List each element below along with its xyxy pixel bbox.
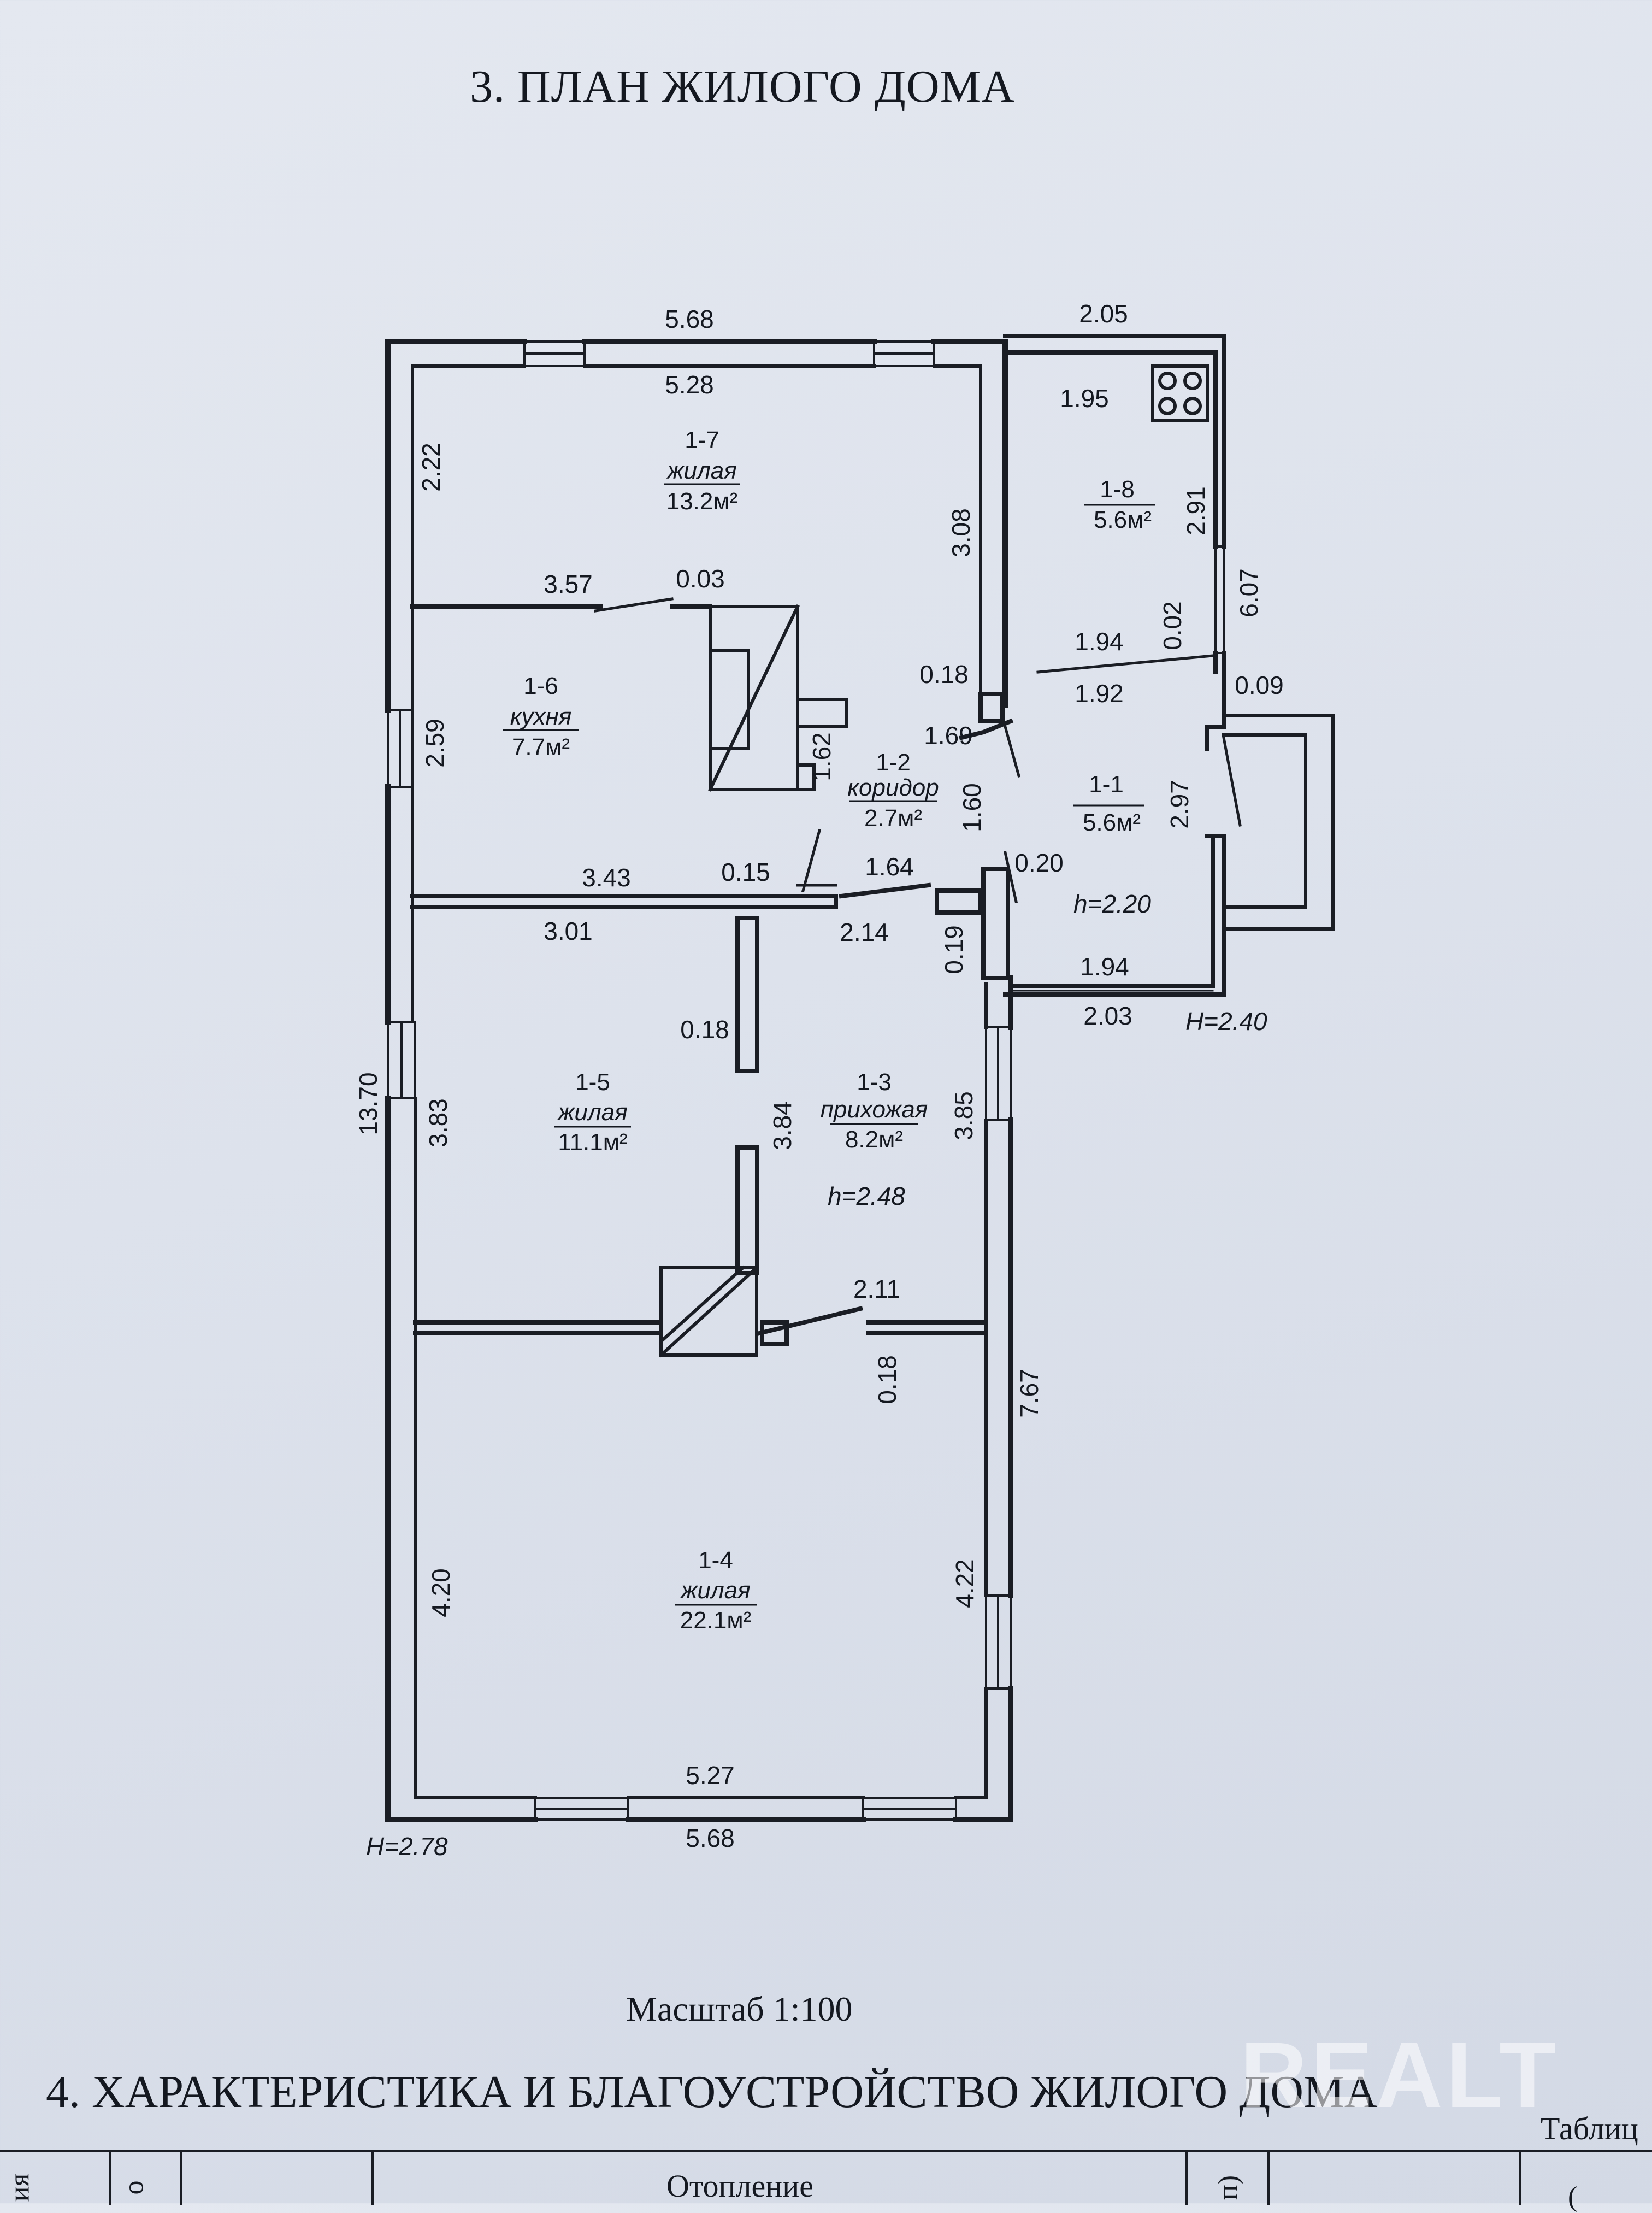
room-1-4-area: 22.1м² <box>680 1607 752 1634</box>
dim-wall-015: 0.15 <box>721 858 770 886</box>
dim-r14-door: 2.11 <box>853 1275 900 1303</box>
table-edge-glyph: ( <box>1568 2181 1578 2212</box>
partitions <box>410 604 1014 1346</box>
dim-r11-side: 2.97 <box>1165 780 1194 829</box>
dim-total-left: 13.70 <box>354 1072 382 1135</box>
room-1-7-id: 1-7 <box>685 427 719 454</box>
table-edge-glyph: п) <box>1213 2175 1244 2200</box>
table-divider <box>371 2152 374 2205</box>
dim-right-lower: 7.67 <box>1015 1369 1043 1418</box>
dim-r15-wall: 0.18 <box>680 1015 729 1044</box>
room-1-2-area: 2.7м² <box>864 805 922 832</box>
room-1-3-area: 8.2м² <box>845 1126 903 1153</box>
dim-r17-left: 2.22 <box>417 443 445 492</box>
windows <box>387 340 1012 1821</box>
dim-r16-bottom: 3.43 <box>582 863 631 892</box>
room-1-2-id: 1-2 <box>876 749 911 776</box>
dim-bottom-inner: 5.27 <box>686 1761 735 1790</box>
dim-ver-mid-a: 1.94 <box>1075 627 1124 656</box>
room-1-7-area: 13.2м² <box>666 488 738 515</box>
height-veranda-outer: H=2.40 <box>1185 1007 1267 1035</box>
table-label: Таблиц <box>1541 2111 1638 2146</box>
dim-ver-top: 2.05 <box>1079 299 1128 328</box>
stove <box>658 604 848 1358</box>
room-1-6-name: кухня <box>510 703 572 730</box>
dim-r15-left: 3.83 <box>424 1098 452 1147</box>
cooktop-icon <box>1151 364 1209 422</box>
dim-porch-wall: 0.09 <box>1235 671 1284 699</box>
stove-1-5 <box>659 1266 758 1357</box>
dim-r15-top: 3.01 <box>544 917 593 945</box>
room-1-2-name: коридор <box>847 774 939 801</box>
veranda-walls <box>1003 334 1226 997</box>
dim-corr-bottom: 1.64 <box>865 852 914 881</box>
height-veranda-inner: h=2.20 <box>1073 890 1151 918</box>
dim-r16-left: 2.59 <box>421 719 449 768</box>
dim-corr-height: 1.60 <box>958 783 986 832</box>
dim-r14-wall: 0.18 <box>873 1355 901 1404</box>
table-divider <box>109 2152 111 2205</box>
dim-hall-top: 2.14 <box>840 918 889 946</box>
dim-corr-wall: 0.18 <box>919 660 969 688</box>
exterior-walls <box>385 339 1013 1822</box>
partition-house-veranda <box>978 692 1005 723</box>
dim-stove-depth: 1.62 <box>807 732 836 781</box>
dim-ver-mid-b: 1.92 <box>1075 679 1124 708</box>
dim-r16-top: 3.57 <box>544 570 593 598</box>
dim-r13-right: 3.85 <box>949 1091 978 1140</box>
floor-plan: 1-7 жилая 13.2м² 1-6 кухня 7.7м² 1-2 кор… <box>354 299 1335 1861</box>
room-1-7-name: жилая <box>666 457 737 484</box>
table-divider <box>1519 2152 1521 2205</box>
dim-r11-bottom-in: 1.94 <box>1080 952 1129 981</box>
dim-r11-wall: 0.20 <box>1014 849 1064 877</box>
dim-r14-right: 4.22 <box>951 1559 979 1608</box>
room-1-5-name: жилая <box>557 1099 628 1126</box>
room-1-3-name: прихожая <box>821 1096 928 1123</box>
dim-ver-side: 2.91 <box>1182 486 1210 535</box>
room-1-8-area: 5.6м² <box>1094 507 1152 533</box>
table-edge-glyph: ия <box>4 2173 36 2202</box>
dim-corr-top: 1.69 <box>924 721 973 750</box>
table-divider <box>180 2152 182 2205</box>
dim-bottom-outer: 5.68 <box>686 1824 735 1852</box>
dim-r17-right: 3.08 <box>947 508 975 557</box>
section-title: 4. ХАРАКТЕРИСТИКА И БЛАГОУСТРОЙСТВО ЖИЛО… <box>46 2067 1378 2117</box>
room-1-5-area: 11.1м² <box>558 1129 627 1156</box>
veranda-outer <box>1003 334 1226 549</box>
door-arcs <box>594 597 1242 903</box>
room-1-6-area: 7.7м² <box>512 734 570 761</box>
scale-label: Масштаб 1:100 <box>626 1990 853 2028</box>
dim-r14-left: 4.20 <box>427 1568 455 1617</box>
room-1-4-id: 1-4 <box>698 1547 733 1574</box>
dim-ver-total: 6.07 <box>1235 568 1263 617</box>
dim-top-inner: 5.28 <box>665 370 714 399</box>
dim-wall-019: 0.19 <box>940 925 968 974</box>
partition-corridor-hall <box>839 882 931 899</box>
table-divider <box>1267 2152 1270 2205</box>
dim-top-outer: 5.68 <box>665 305 714 333</box>
height-hall-inner: h=2.48 <box>828 1182 905 1210</box>
room-1-5-id: 1-5 <box>575 1069 610 1096</box>
room-1-1-area: 5.6м² <box>1083 809 1141 836</box>
page-title: 3. ПЛАН ЖИЛОГО ДОМА <box>470 61 1015 112</box>
table-edge-glyph: о <box>118 2180 150 2195</box>
partition-15-13 <box>735 916 759 1073</box>
room-1-3-id: 1-3 <box>857 1069 892 1096</box>
dim-r11-bottom-out: 2.03 <box>1083 1002 1132 1030</box>
room-1-6-id: 1-6 <box>523 673 558 699</box>
watermark: REALT <box>1240 2023 1559 2127</box>
table-divider <box>1185 2152 1188 2205</box>
dim-ver-inner-top: 1.95 <box>1060 384 1109 413</box>
dim-ver-gap: 0.02 <box>1158 601 1187 650</box>
dim-r15-right: 3.84 <box>768 1101 796 1150</box>
room-1-4-name: жилая <box>680 1577 751 1604</box>
table-header-strip: Отопление ия о п) ( <box>0 2150 1652 2212</box>
table-column-heading: Отопление <box>666 2168 814 2204</box>
porch <box>1222 714 1335 931</box>
dim-stove-gap: 0.03 <box>676 564 725 593</box>
height-house-outer: H=2.78 <box>366 1832 448 1861</box>
room-1-8-id: 1-8 <box>1100 476 1135 503</box>
room-1-1-id: 1-1 <box>1089 771 1124 798</box>
